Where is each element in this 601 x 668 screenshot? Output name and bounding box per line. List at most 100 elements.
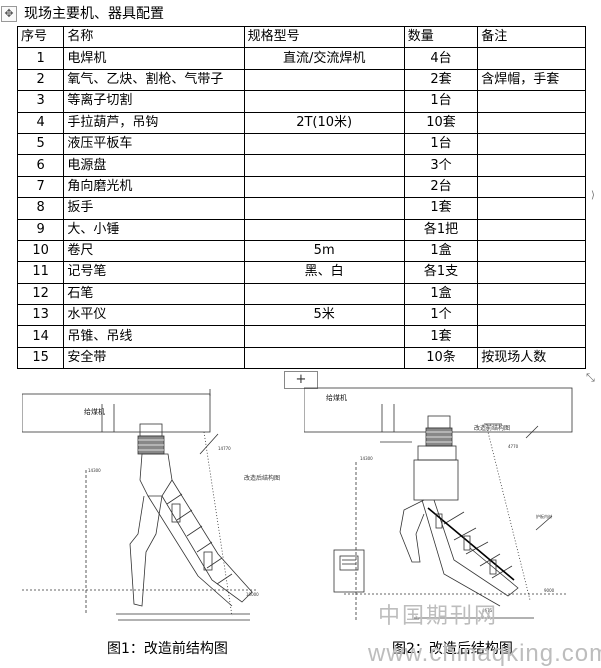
cell-no: 9: [16, 218, 65, 241]
cell-qty: 1套: [403, 325, 479, 348]
cell-name: 卷尺: [63, 239, 245, 263]
cell-qty: 2套: [403, 68, 479, 92]
header-spec: 规格型号: [243, 25, 405, 49]
cell-name: 吊锥、吊线: [63, 325, 245, 348]
cell-name: 手拉葫芦，吊钩: [63, 111, 245, 134]
cell-no: 8: [16, 197, 65, 220]
table-resize-icon[interactable]: ⤡: [586, 371, 595, 384]
cell-no: 6: [16, 154, 65, 177]
cell-no: 1: [16, 47, 65, 70]
cell-spec: [243, 90, 405, 113]
add-row-button[interactable]: +: [284, 371, 318, 389]
cell-name: 水平仪: [63, 304, 245, 327]
cell-note: [477, 325, 586, 348]
figure2-control-cabinet: [333, 549, 365, 593]
cell-qty: 1盒: [403, 282, 479, 306]
cell-qty: 1个: [403, 304, 479, 327]
cell-note: [477, 197, 586, 220]
cell-no: 4: [16, 111, 65, 134]
cell-spec: [243, 154, 405, 177]
figure2-dim-2: 4770: [508, 444, 519, 449]
section-title: 现场主要机、器具配置: [24, 6, 164, 22]
cell-name: 安全带: [63, 346, 245, 370]
cell-no: 2: [16, 68, 65, 92]
cell-qty: 10套: [403, 111, 479, 134]
cell-name: 氧气、乙炔、割枪、气带子: [63, 68, 245, 92]
cell-spec: 黑、白: [243, 261, 405, 284]
cell-name: 角向磨光机: [63, 175, 245, 199]
figure1-feeder-label: 给煤机: [84, 407, 105, 416]
cell-spec: [243, 132, 405, 156]
cell-name: 电焊机: [63, 47, 245, 70]
cell-qty: 1套: [403, 197, 479, 220]
cell-qty: 2台: [403, 175, 479, 199]
cell-spec: 5m: [243, 239, 405, 263]
cell-qty: 10条: [403, 346, 479, 370]
header-note: 备注: [477, 25, 586, 49]
cell-no: 10: [16, 239, 65, 263]
figure1-dim-3: 10000: [246, 592, 259, 597]
cell-note: 按现场人数: [477, 346, 586, 370]
cell-spec: 直流/交流焊机: [243, 47, 405, 70]
cell-note: [477, 90, 586, 113]
figure2-feeder-label: 给煤机: [326, 393, 347, 402]
figure2-dim-3: 9000: [544, 588, 555, 593]
cell-spec: [243, 325, 405, 348]
cell-name: 记号笔: [63, 261, 245, 284]
figure1-caption: 图1：改造前结构图: [107, 641, 228, 657]
cell-note: 含焊帽，手套: [477, 68, 586, 92]
cell-name: 大、小锤: [63, 218, 245, 241]
cell-note: [477, 154, 586, 177]
figure2-inner-label: 改造前结构图: [474, 424, 510, 432]
table-header-row: 序号 名称 规格型号 数量 备注: [16, 25, 586, 49]
cell-spec: 5米: [243, 304, 405, 327]
cell-spec: [243, 197, 405, 220]
cell-name: 扳手: [63, 197, 245, 220]
cell-note: [477, 282, 586, 306]
figure2-caption: 图2：改造后结构图: [392, 641, 513, 657]
figure2-dim-1: 14300: [360, 456, 373, 461]
cell-spec: [243, 218, 405, 241]
watermark-line2: www.chinaqking.com: [368, 640, 601, 667]
cell-name: 液压平板车: [63, 132, 245, 156]
cell-no: 12: [16, 282, 65, 306]
cell-no: 11: [16, 261, 65, 284]
cell-no: 13: [16, 304, 65, 327]
figure1-inner-label: 改造后结构图: [244, 474, 280, 482]
table-edge-marker-icon: ⟩: [591, 190, 595, 201]
figure1-feeder-box: [22, 393, 211, 433]
figure1-drawing: 给煤机 改造后结构图 14300 14770 10000: [22, 389, 280, 621]
cell-note: [477, 132, 586, 156]
cell-note: [477, 304, 586, 327]
header-no: 序号: [16, 25, 65, 49]
cell-no: 5: [16, 132, 65, 156]
cell-note: [477, 111, 586, 134]
figure2-drawing: 给煤机 改造前结构图 14300 4770 9000 护板内衬 4675: [304, 387, 573, 620]
cell-name: 电源盘: [63, 154, 245, 177]
cell-no: 7: [16, 175, 65, 199]
cell-no: 15: [16, 346, 65, 370]
cell-note: [477, 239, 586, 263]
cell-note: [477, 175, 586, 199]
cell-qty: 1台: [403, 132, 479, 156]
cell-name: 等离子切割: [63, 90, 245, 113]
table-move-handle-icon[interactable]: ✥: [1, 6, 17, 22]
cell-qty: 各1把: [403, 218, 479, 241]
cell-qty: 4台: [403, 47, 479, 70]
header-qty: 数量: [403, 25, 479, 49]
figure1-dim-1: 14300: [88, 468, 101, 473]
watermark-line1: 中国期刊网: [378, 603, 499, 628]
